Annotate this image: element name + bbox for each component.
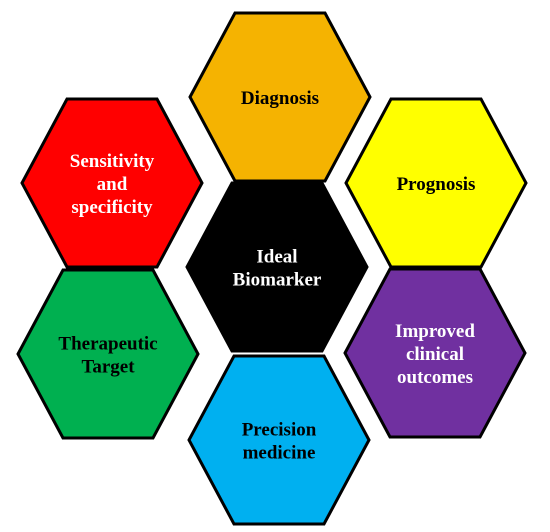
hex-label-improved-clinical-outcomes-line-3: outcomes	[397, 367, 473, 388]
hex-label-improved-clinical-outcomes-line-2: clinical	[406, 344, 464, 365]
hex-label-diagnosis-line-1: Diagnosis	[241, 88, 319, 109]
hex-label-precision-medicine-line-1: Precision	[242, 420, 317, 441]
hex-label-prognosis-line-1: Prognosis	[397, 174, 476, 195]
hex-label-center-line-1: Ideal	[256, 247, 297, 268]
hexagon-precision-medicine	[187, 354, 371, 526]
hex-node-prognosis: Prognosis	[344, 97, 528, 269]
hexagon-sensitivity-specificity	[20, 97, 204, 269]
hex-label-sensitivity-specificity-line-2: and	[97, 174, 128, 195]
hex-label-improved-clinical-outcomes-line-1: Improved	[395, 321, 475, 342]
hex-node-diagnosis: Diagnosis	[188, 11, 372, 183]
hexagon-improved-clinical-outcomes	[343, 267, 527, 439]
hex-label-therapeutic-target-line-1: Therapeutic	[58, 334, 157, 355]
hex-label-precision-medicine-line-2: medicine	[243, 443, 316, 464]
hexagon-therapeutic-target	[16, 268, 200, 440]
hex-label-center-line-2: Biomarker	[233, 270, 322, 291]
hexagon-prognosis	[344, 97, 528, 269]
hex-label-sensitivity-specificity-line-3: specificity	[71, 197, 153, 218]
hex-label-sensitivity-specificity-line-1: Sensitivity	[70, 151, 155, 172]
hexagon-center	[185, 181, 369, 353]
hex-label-therapeutic-target-line-2: Target	[81, 357, 135, 378]
hexagon-diagnosis	[188, 11, 372, 183]
